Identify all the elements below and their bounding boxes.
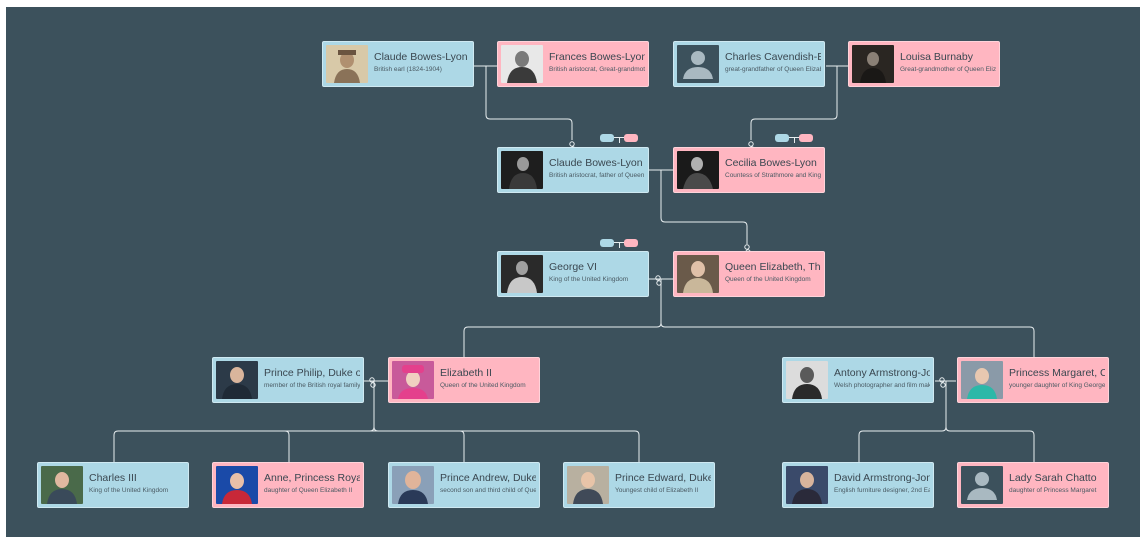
person-card[interactable]: Elizabeth II Queen of the United Kingdom [388,357,540,403]
person-card[interactable]: Lady Sarah Chatto daughter of Princess M… [957,462,1109,508]
portrait-photo [392,361,434,399]
person-card[interactable]: Prince Andrew, Duke of York second son a… [388,462,540,508]
person-card[interactable]: Frances Bowes-Lyon British aristocrat, G… [497,41,649,87]
person-card[interactable]: Antony Armstrong-Jones Welsh photographe… [782,357,934,403]
portrait-photo [677,255,719,293]
tree-links [113,65,1035,462]
portrait-photo [326,45,368,83]
person-name: Lady Sarah Chatto [1009,472,1097,484]
person-description: member of the British royal family [264,382,360,389]
person-description: British earl (1824-1904) [374,66,442,73]
person-name: Claude Bowes-Lyon [374,51,468,63]
person-card[interactable]: Charles Cavendish-Bentinck great-grandfa… [673,41,825,87]
person-name: Antony Armstrong-Jones [834,367,930,379]
person-name: Prince Andrew, Duke of York [440,472,536,484]
person-name: Frances Bowes-Lyon [549,51,645,63]
portrait-photo [216,466,258,504]
person-card[interactable]: George VI King of the United Kingdom [497,251,649,297]
person-description: daughter of Princess Margaret [1009,487,1097,494]
person-name: Princess Margaret, Countess of Snowdon [1009,367,1105,379]
person-card[interactable]: Princess Margaret, Countess of Snowdon y… [957,357,1109,403]
person-card[interactable]: Anne, Princess Royal daughter of Queen E… [212,462,364,508]
person-card[interactable]: Charles III King of the United Kingdom [37,462,189,508]
expand-toggle[interactable] [775,134,815,144]
portrait-photo [216,361,258,399]
person-description: Queen of the United Kingdom [440,382,526,389]
portrait-photo [501,151,543,189]
person-name: David Armstrong-Jones [834,472,930,484]
person-description: King of the United Kingdom [89,487,169,494]
person-card[interactable]: Claude Bowes-Lyon British aristocrat, fa… [497,147,649,193]
family-tree-canvas[interactable]: Claude Bowes-Lyon British earl (1824-190… [6,7,1140,537]
person-description: Countess of Strathmore and Kinghorne [725,172,821,179]
portrait-photo [501,255,543,293]
person-description: British aristocrat, Great-grandmother of… [549,66,645,73]
person-card[interactable]: Claude Bowes-Lyon British earl (1824-190… [322,41,474,87]
portrait-photo [41,466,83,504]
person-card[interactable]: David Armstrong-Jones English furniture … [782,462,934,508]
portrait-photo [677,151,719,189]
person-name: Charles Cavendish-Bentinck [725,51,821,63]
portrait-photo [501,45,543,83]
person-card[interactable]: Prince Philip, Duke of Edinburgh member … [212,357,364,403]
person-card[interactable]: Prince Edward, Duke of Edinburgh Younges… [563,462,715,508]
person-description: King of the United Kingdom [549,276,629,283]
person-description: British aristocrat, father of Queen Eliz… [549,172,645,179]
avatar-placeholder-icon [961,466,1003,504]
person-name: Louisa Burnaby [900,51,973,63]
expand-toggle[interactable] [600,239,640,249]
person-description: younger daughter of King George VI [1009,382,1105,389]
person-name: Cecilia Bowes-Lyon [725,157,817,169]
person-description: Youngest child of Elizabeth II [615,487,699,494]
person-name: Charles III [89,472,137,484]
person-name: Prince Philip, Duke of Edinburgh [264,367,360,379]
portrait-photo [786,361,828,399]
person-name: Queen Elizabeth, The Queen Mother [725,261,821,273]
person-description: great-grandfather of Queen Elizabeth II [725,66,821,73]
person-card[interactable]: Louisa Burnaby Great-grandmother of Quee… [848,41,1000,87]
avatar-placeholder-icon [677,45,719,83]
person-name: Prince Edward, Duke of Edinburgh [615,472,711,484]
person-card[interactable]: Queen Elizabeth, The Queen Mother Queen … [673,251,825,297]
person-card[interactable]: Cecilia Bowes-Lyon Countess of Strathmor… [673,147,825,193]
person-name: Elizabeth II [440,367,492,379]
person-name: George VI [549,261,597,273]
person-description: daughter of Queen Elizabeth II [264,487,353,494]
portrait-photo [852,45,894,83]
person-description: English furniture designer, 2nd Earl of … [834,487,930,494]
portrait-photo [961,361,1003,399]
person-description: Great-grandmother of Queen Elizabeth II [900,66,996,73]
person-name: Claude Bowes-Lyon [549,157,643,169]
person-description: second son and third child of Queen Eliz… [440,487,536,494]
portrait-photo [392,466,434,504]
expand-toggle[interactable] [600,134,640,144]
person-description: Queen of the United Kingdom [725,276,811,283]
person-description: Welsh photographer and film maker [834,382,930,389]
portrait-photo [786,466,828,504]
person-name: Anne, Princess Royal [264,472,360,484]
portrait-photo [567,466,609,504]
